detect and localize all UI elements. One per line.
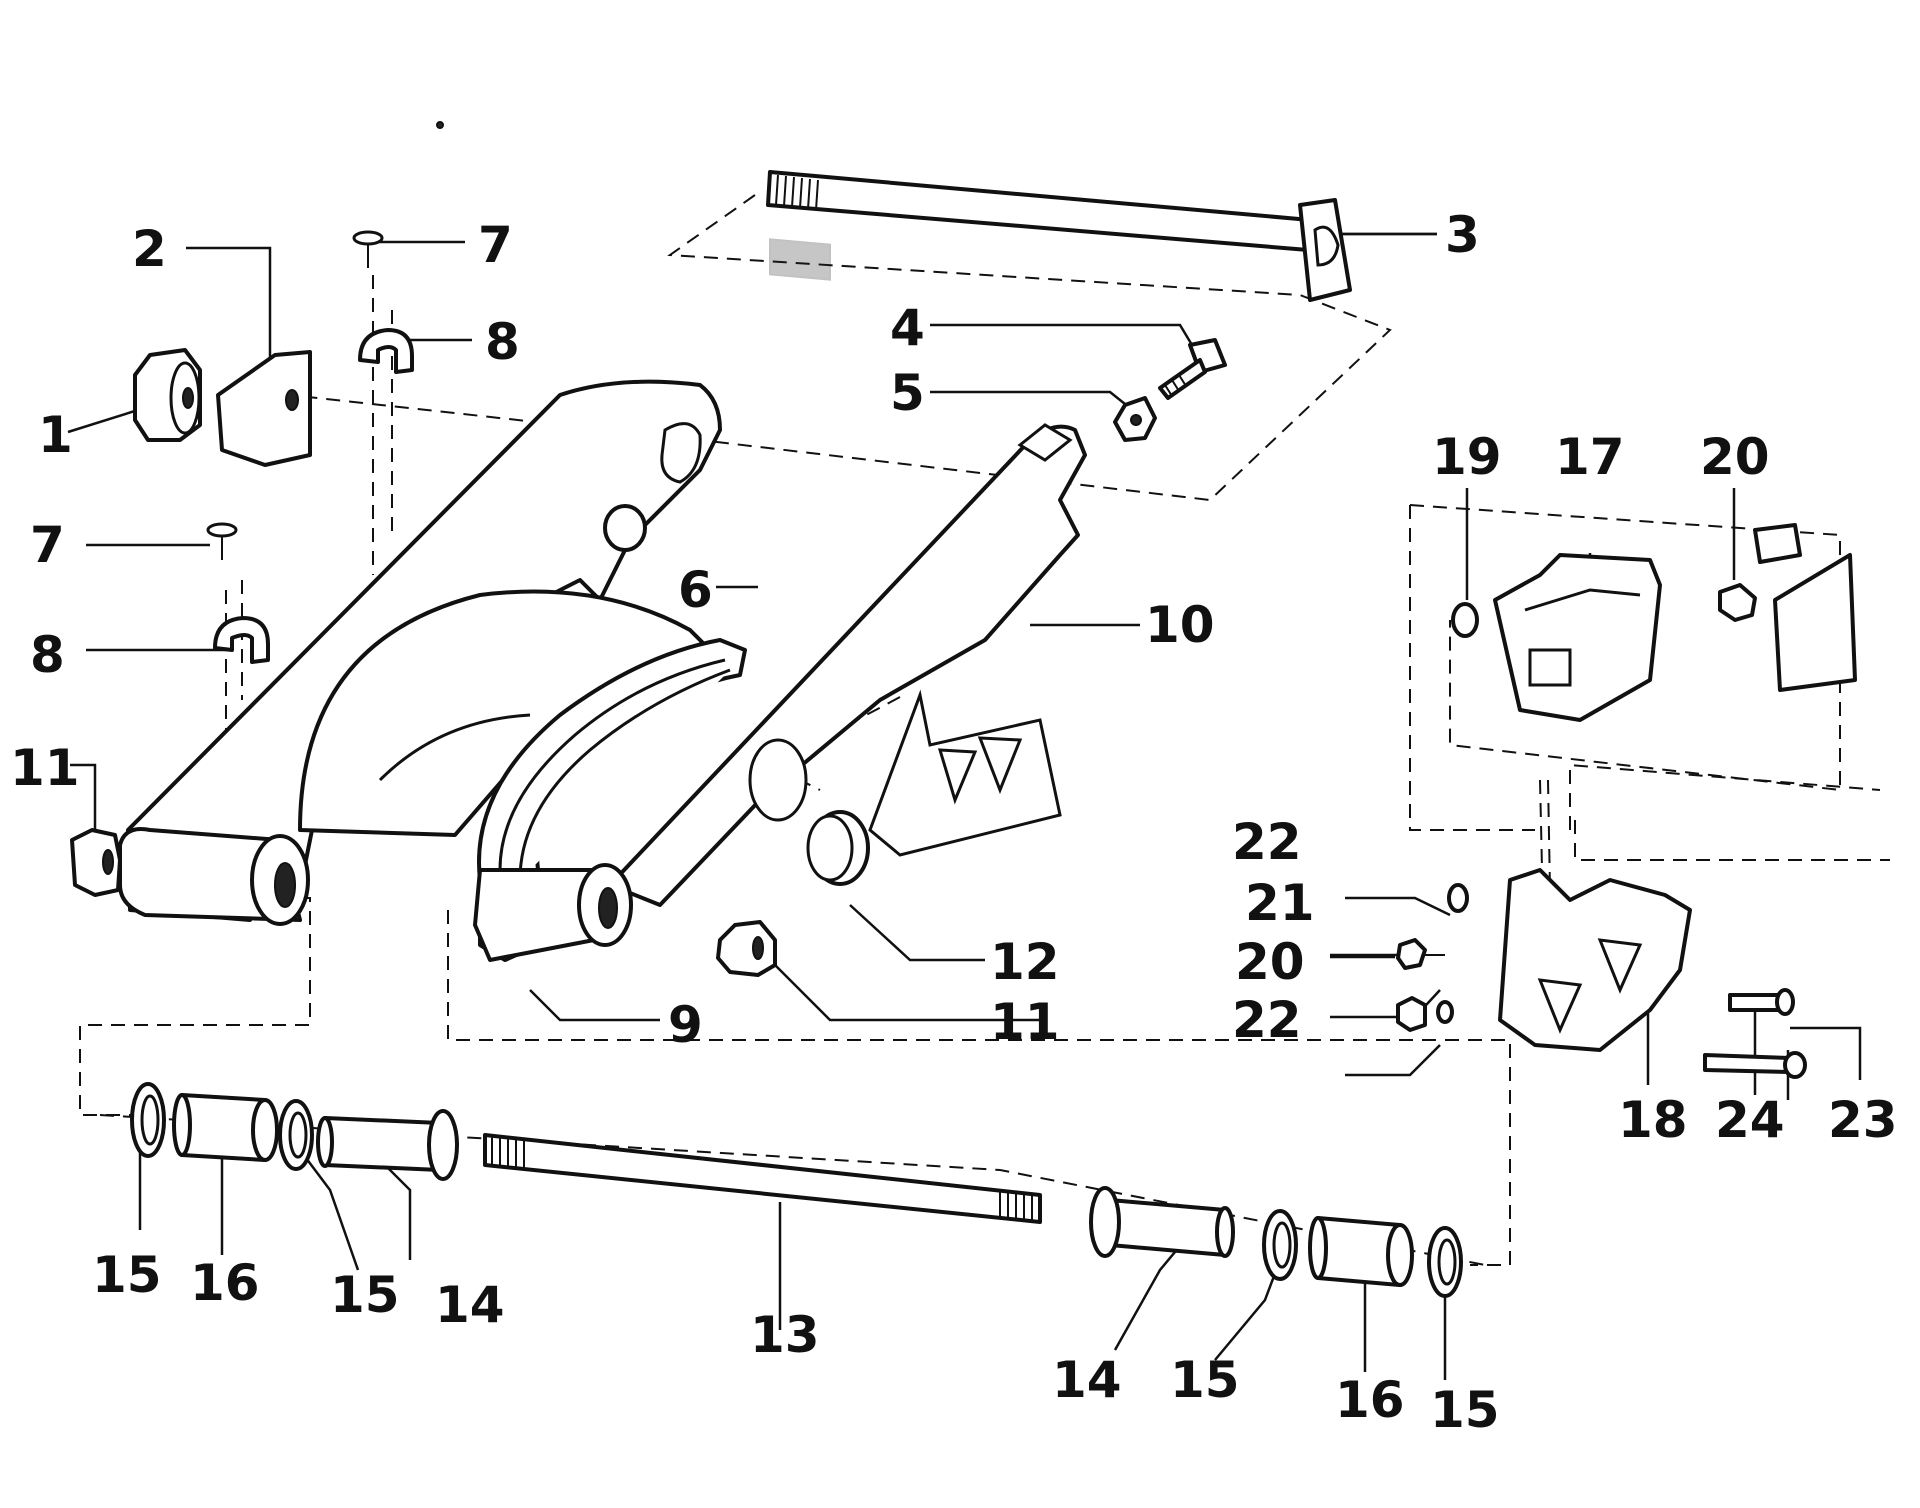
part-16-bearing-left: [172, 1093, 279, 1162]
callout-22b: 22: [1232, 991, 1302, 1049]
callout-8a: 8: [485, 313, 520, 371]
callout-4: 4: [890, 299, 925, 357]
part-16-bearing-right: [1308, 1216, 1414, 1287]
part-5-nut: [1113, 396, 1157, 442]
callout-24: 24: [1715, 1091, 1785, 1149]
part-11-nut-left: [70, 828, 122, 897]
callout-16a: 16: [190, 1254, 260, 1312]
part-2-chain-adjuster-plate: [216, 350, 312, 467]
callout-20a: 20: [1700, 428, 1770, 486]
callout-19: 19: [1432, 428, 1502, 486]
callout-6: 6: [678, 561, 713, 619]
part-20-nut-upper: [1718, 583, 1757, 622]
part-15-seal-1: [130, 1082, 166, 1158]
part-18-chain-guide-bracket: [1498, 868, 1692, 1052]
part-22-washer-upper: [1447, 883, 1469, 913]
swingarm-cross-brace: [298, 589, 722, 837]
part-7-screw-lower: [206, 522, 238, 560]
callout-1: 1: [38, 406, 73, 464]
callout-20b: 20: [1235, 933, 1305, 991]
part-9-chain-guide: [477, 638, 747, 962]
pivot-barrel-left: [118, 827, 310, 926]
part-20-spacer-block: [1753, 523, 1857, 692]
callout-12: 12: [990, 933, 1060, 991]
part-15-seal-3: [1262, 1209, 1298, 1281]
pivot-barrel-right: [473, 863, 633, 962]
part-24-long-bolt: [1703, 1051, 1807, 1079]
callout-7a: 7: [478, 216, 513, 274]
callout-9: 9: [668, 996, 703, 1054]
part-8-cable-clip-upper: [358, 328, 414, 374]
part-13-pivot-shaft: [483, 1133, 1042, 1224]
callout-15c: 15: [1170, 1351, 1240, 1409]
callout-7b: 7: [30, 516, 65, 574]
part-11-nut-right: [716, 920, 777, 977]
callout-10: 10: [1145, 596, 1215, 654]
callout-13: 13: [750, 1306, 820, 1364]
callout-8b: 8: [30, 626, 65, 684]
part-1-flange-nut: [133, 348, 202, 442]
callout-23: 23: [1828, 1091, 1898, 1149]
part-15-seal-4: [1427, 1226, 1463, 1298]
callout-21: 21: [1245, 874, 1315, 932]
speck: [436, 121, 444, 129]
callout-14b: 14: [1052, 1351, 1122, 1409]
callout-11a: 11: [10, 739, 80, 797]
callout-18: 18: [1618, 1091, 1688, 1149]
part-21-bolt: [1396, 938, 1445, 970]
part-10-swingarm-right: [608, 423, 1087, 907]
callout-15b: 15: [330, 1266, 400, 1324]
callout-11b: 11: [990, 993, 1060, 1051]
callout-5: 5: [890, 364, 925, 422]
callout-16b: 16: [1335, 1371, 1405, 1429]
callout-15a: 15: [92, 1246, 162, 1304]
part-3-axle-bolt: [766, 170, 1352, 302]
part-12-end-cap: [748, 738, 870, 886]
part-20-nut-lower: [1396, 996, 1427, 1032]
part-7-screw-upper: [352, 230, 384, 268]
part-23-bolt: [1728, 988, 1795, 1016]
part-14-bushing-left: [316, 1109, 459, 1181]
part-22-washer-lower: [1436, 1000, 1454, 1024]
part-4-adjuster-bolt: [1158, 338, 1227, 400]
callout-17: 17: [1555, 428, 1625, 486]
callout-15d: 15: [1430, 1381, 1500, 1439]
part-8-cable-clip-lower: [213, 616, 270, 664]
part-15-seal-2: [278, 1099, 314, 1171]
part-19-washer: [1451, 602, 1479, 638]
callout-14a: 14: [435, 1276, 505, 1334]
callout-2: 2: [132, 220, 167, 278]
part-14-bushing-right: [1089, 1186, 1235, 1258]
part-17-chain-guide-block: [1493, 553, 1662, 722]
callout-22a: 22: [1232, 813, 1302, 871]
callout-3: 3: [1445, 206, 1480, 264]
